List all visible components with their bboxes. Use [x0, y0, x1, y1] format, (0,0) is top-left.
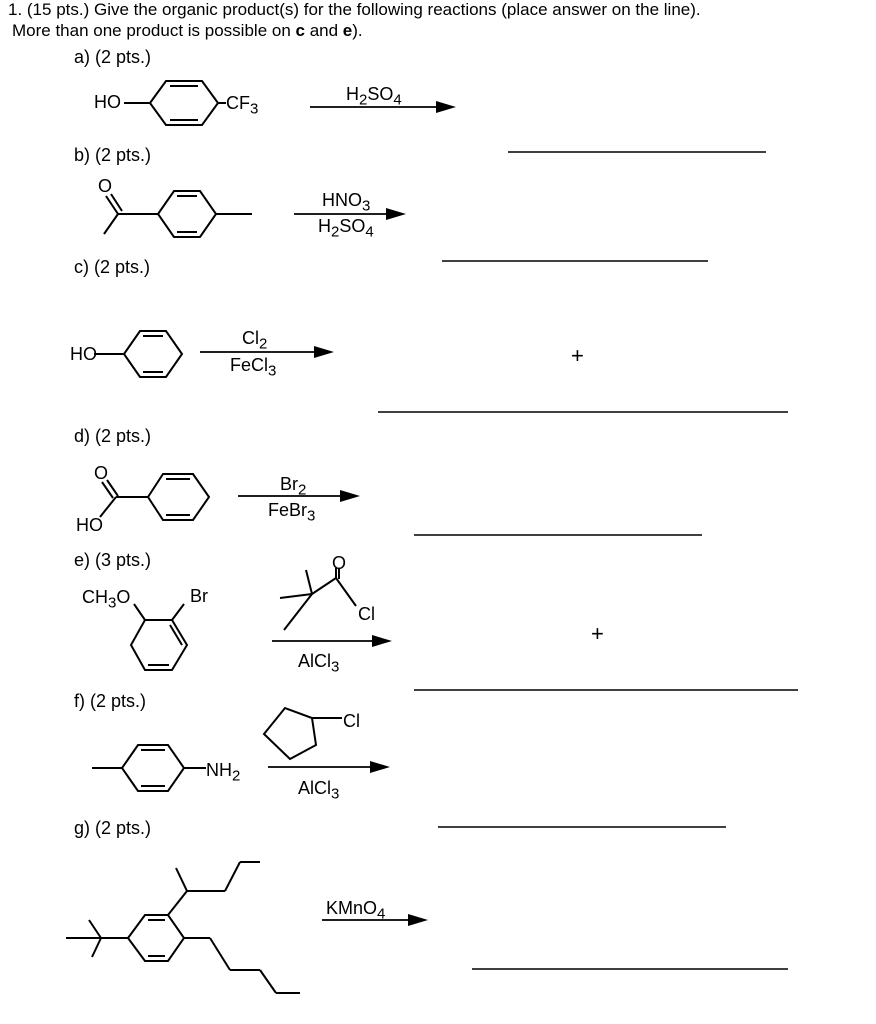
part-g-alkylbenzene — [66, 861, 300, 994]
part-d-carbonyl-o: O — [94, 463, 109, 483]
part-b-label: b) (2 pts.) — [74, 145, 152, 165]
part-e-arrow — [272, 635, 392, 647]
part-d-reagent-bottom: FeBr3 — [268, 500, 316, 525]
part-f-alkyl-cl: Cl — [343, 711, 360, 731]
part-f-cyclopentyl-chloride — [262, 706, 342, 761]
part-g-arrow — [322, 914, 428, 926]
part-c-reagent-bottom: FeCl3 — [230, 355, 277, 380]
part-e-methoxy-label: CH3O — [82, 587, 131, 612]
part-e-bromo-label: Br — [190, 586, 208, 606]
part-f-arrow — [268, 761, 390, 773]
question-line-1: 1. (15 pts.) Give the organic product(s)… — [8, 0, 701, 19]
part-a-hydroxyl-label: HO — [94, 92, 121, 112]
part-f-toluidine — [92, 744, 206, 792]
part-e-acyl-cl: Cl — [358, 604, 375, 624]
part-d-reagent-top: Br2 — [280, 474, 307, 499]
part-a-cf3-label: CF3 — [226, 93, 259, 118]
part-a-arrow — [310, 101, 456, 113]
part-e-pivaloyl-chloride — [279, 568, 357, 631]
part-c-label: c) (2 pts.) — [74, 257, 151, 277]
part-b-reagent-top: HNO3 — [322, 190, 371, 215]
part-f-reagent: AlCl3 — [298, 778, 340, 803]
part-e-reagent: AlCl3 — [298, 651, 340, 676]
part-a-reagent: H2SO4 — [346, 84, 402, 109]
part-f-amine-label: NH2 — [206, 760, 241, 785]
part-g-label: g) (2 pts.) — [74, 818, 152, 838]
part-a-benzene-ring — [124, 80, 226, 126]
part-e-plus: + — [591, 621, 604, 646]
part-b-reagent-bottom: H2SO4 — [318, 216, 374, 241]
part-d-arrow — [238, 490, 360, 502]
part-b-carbonyl-o: O — [98, 176, 113, 196]
part-b-arrow — [294, 208, 406, 220]
part-e-bromoanisole — [129, 603, 189, 671]
part-e-label: e) (3 pts.) — [74, 550, 152, 570]
part-c-plus: + — [571, 343, 584, 368]
part-c-phenol-ring — [94, 330, 184, 378]
question-line-2: More than one product is possible on c a… — [12, 21, 363, 40]
part-d-hydroxyl-label: HO — [76, 515, 103, 535]
part-c-arrow — [200, 346, 334, 358]
part-b-ketone-ring — [103, 190, 252, 238]
part-c-hydroxyl-label: HO — [70, 344, 97, 364]
part-c-reagent-top: Cl2 — [242, 328, 268, 353]
part-a-label: a) (2 pts.) — [74, 47, 152, 67]
part-g-reagent: KMnO4 — [326, 898, 386, 923]
part-d-benzoic-acid — [99, 473, 211, 521]
part-d-label: d) (2 pts.) — [74, 426, 152, 446]
part-f-label: f) (2 pts.) — [74, 691, 147, 711]
